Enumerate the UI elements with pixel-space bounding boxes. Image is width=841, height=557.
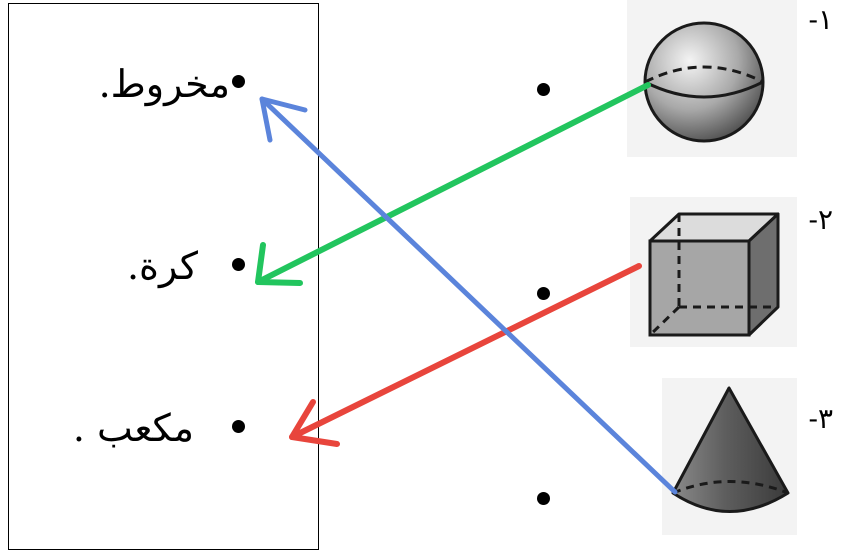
blue-arrow — [262, 99, 675, 492]
green-arrow — [258, 85, 648, 283]
